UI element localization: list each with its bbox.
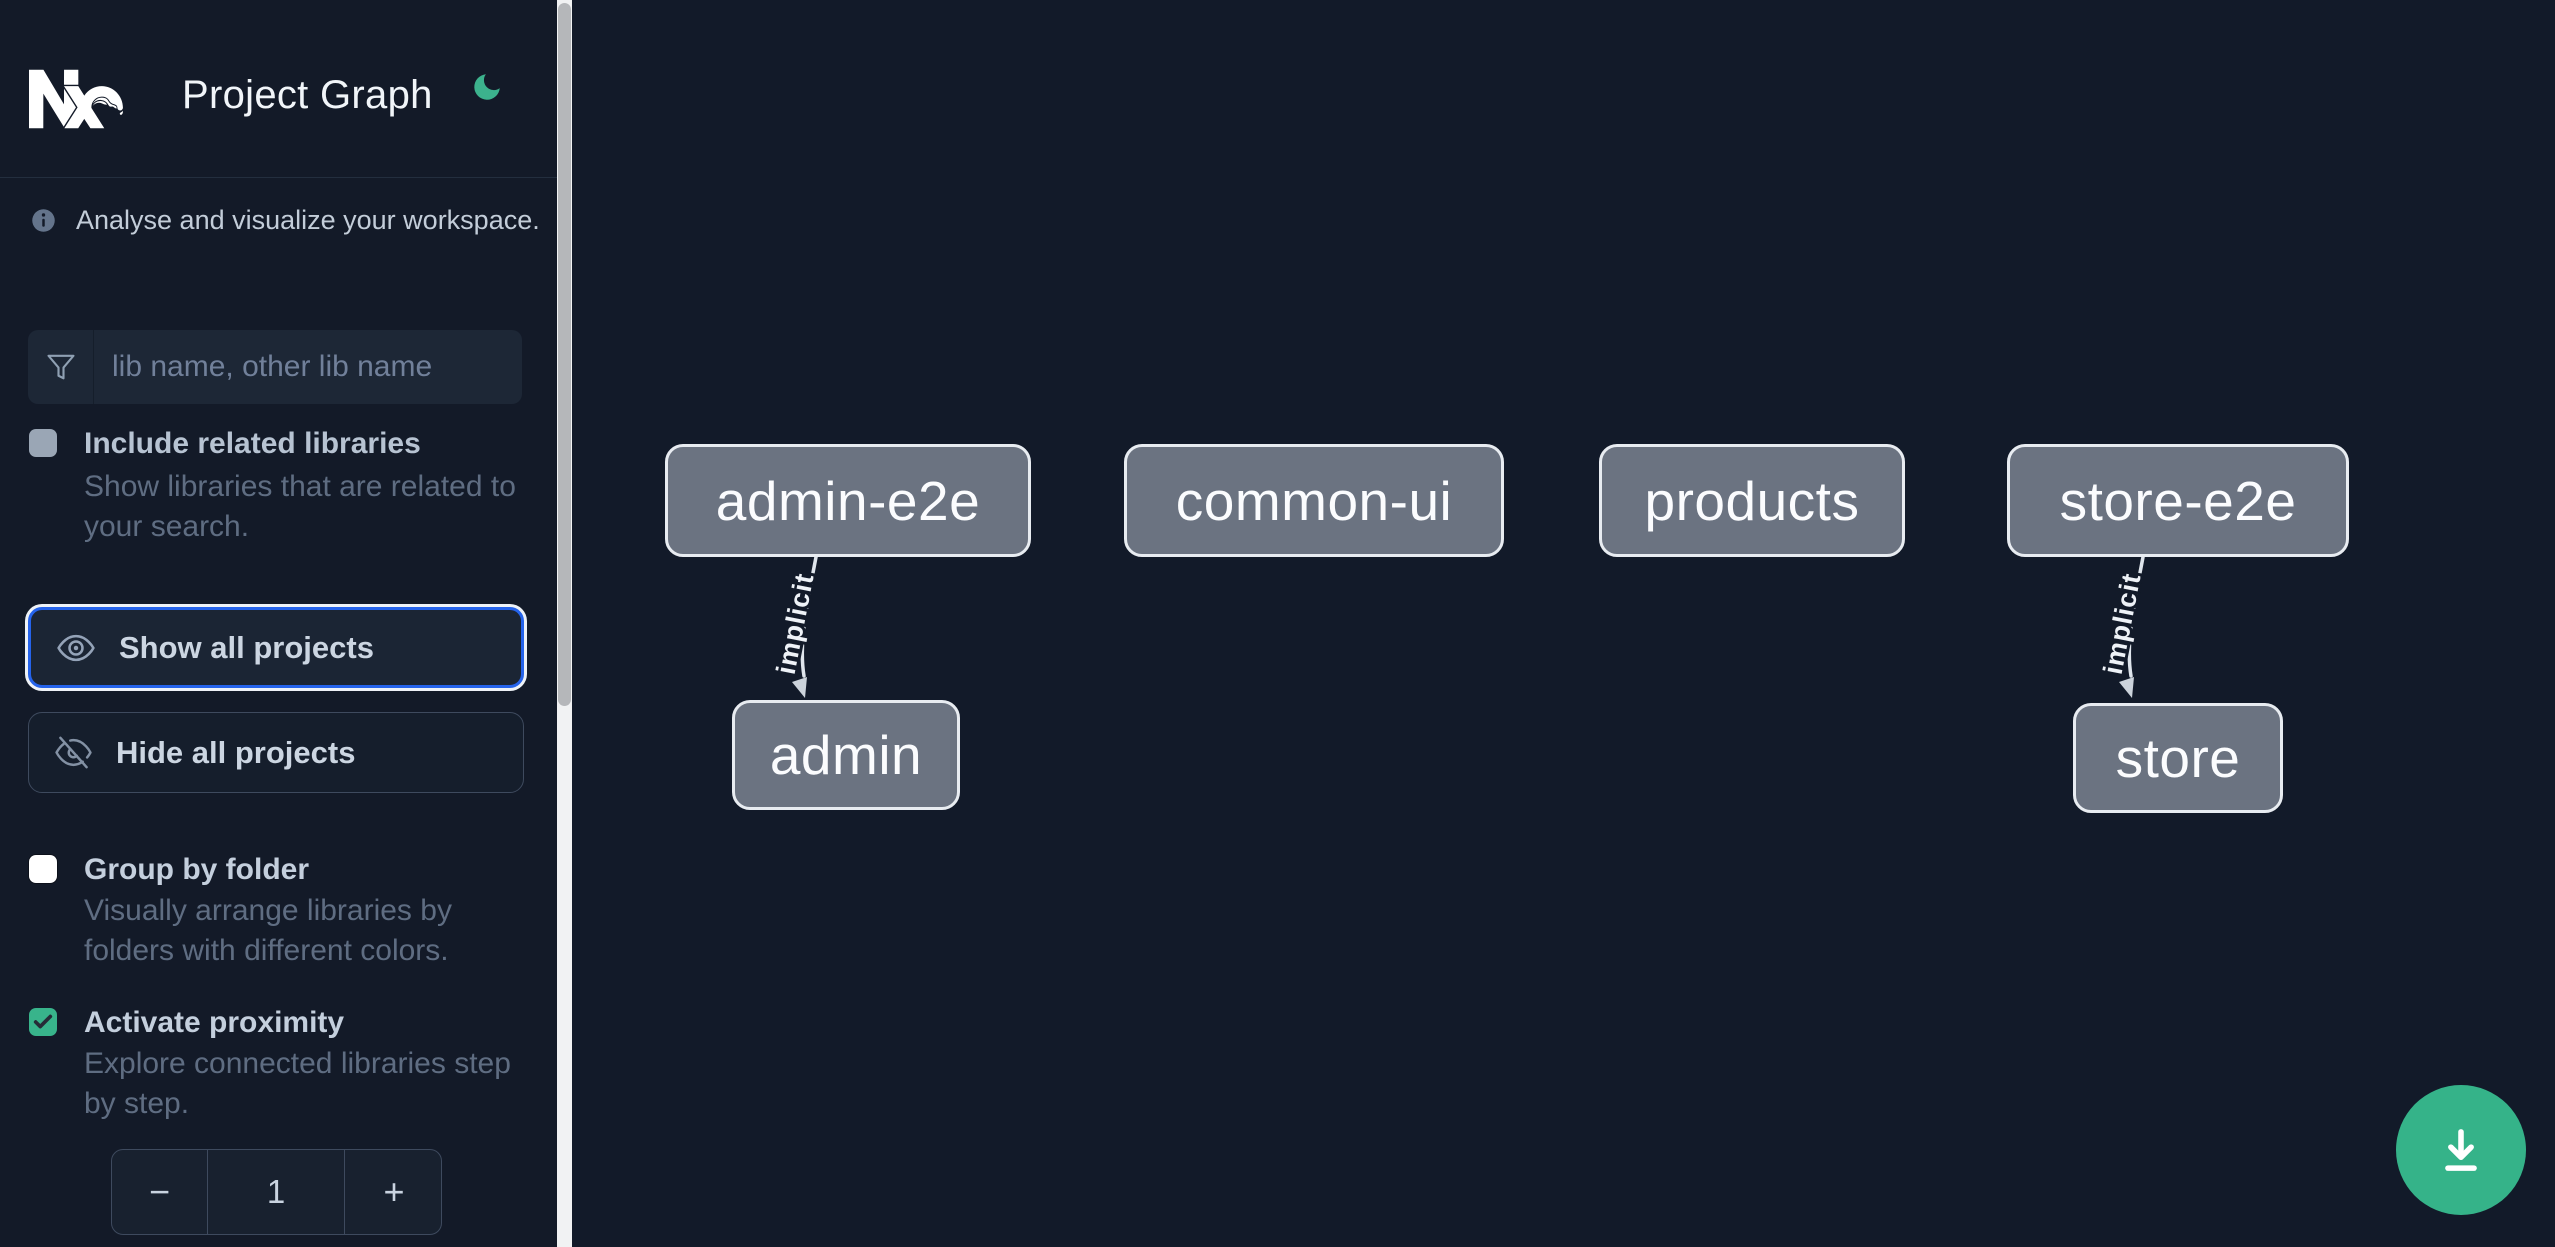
filter-funnel-icon (28, 330, 94, 404)
show-all-projects-button[interactable]: Show all projects (28, 607, 524, 688)
group-by-folder-description: Visually arrange libraries by folders wi… (84, 894, 452, 967)
edge-admin-e2e-admin: implicit (768, 555, 823, 698)
workspace-info: Analyse and visualize your workspace. (30, 205, 540, 236)
download-graph-button[interactable] (2396, 1085, 2526, 1215)
include-related-description: Show libraries that are related to your … (84, 470, 516, 543)
theme-toggle-button[interactable] (468, 69, 506, 107)
nx-logo (29, 69, 123, 129)
activate-proximity-label: Activate proximity (84, 1006, 345, 1039)
graph-edges: implicit implicit (768, 555, 2150, 698)
download-icon (2445, 1129, 2477, 1171)
node-admin-e2e[interactable]: admin-e2e (665, 444, 1031, 557)
proximity-decrement-button[interactable]: − (148, 1171, 171, 1212)
show-all-projects-label: Show all projects (119, 629, 374, 665)
node-store-e2e[interactable]: store-e2e (2007, 444, 2349, 557)
sidebar-header: Project Graph (0, 0, 557, 178)
moon-icon (474, 73, 500, 100)
search-filter (28, 330, 522, 404)
edge-store-e2e-store: implicit (2095, 555, 2150, 698)
activate-proximity-checkbox[interactable] (29, 1008, 57, 1036)
checkmark-icon (33, 1014, 53, 1029)
eye-icon (57, 634, 95, 661)
group-by-folder-label: Group by folder (84, 853, 309, 886)
activate-proximity-description: Explore connected libraries step by step… (84, 1047, 511, 1120)
sidebar-scrollbar[interactable] (557, 0, 572, 1247)
edge-label: implicit (771, 570, 820, 676)
hide-all-projects-label: Hide all projects (116, 734, 356, 770)
page-title: Project Graph (182, 73, 433, 117)
info-text: Analyse and visualize your workspace. (76, 205, 540, 235)
node-products[interactable]: products (1599, 444, 1905, 557)
proximity-increment-button[interactable]: + (383, 1171, 405, 1212)
edge-label: implicit (2098, 570, 2147, 676)
proximity-value: 1 (207, 1150, 345, 1234)
graph-canvas[interactable]: implicit implicit admin-e2e common-ui pr… (572, 0, 2555, 1247)
include-related-label: Include related libraries (84, 427, 421, 460)
group-by-folder-checkbox[interactable] (29, 855, 57, 883)
info-icon (32, 209, 55, 232)
node-store[interactable]: store (2073, 703, 2283, 813)
include-related-checkbox[interactable] (29, 429, 57, 457)
eye-off-icon (55, 736, 92, 769)
sidebar-scrollbar-thumb[interactable] (558, 3, 571, 706)
node-admin[interactable]: admin (732, 700, 960, 810)
search-input[interactable] (94, 330, 522, 404)
proximity-stepper: − 1 + (111, 1149, 442, 1235)
node-common-ui[interactable]: common-ui (1124, 444, 1504, 557)
hide-all-projects-button[interactable]: Hide all projects (28, 712, 524, 793)
sidebar: Project Graph Analyse and visualize your… (0, 0, 557, 1247)
